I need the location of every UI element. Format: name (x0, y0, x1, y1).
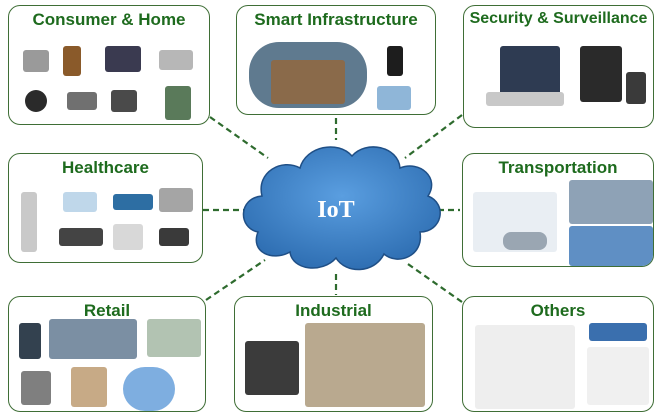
category-title: Smart Infrastructure (254, 10, 418, 29)
person-image (165, 86, 191, 120)
link-security (404, 114, 463, 159)
device-image (159, 50, 193, 70)
products-image (71, 367, 107, 407)
wrist-monitor-image (59, 228, 103, 246)
shoppers-image (21, 371, 51, 405)
control-panels-image (245, 341, 299, 395)
system-diagram-image (475, 325, 575, 409)
robot-vacuum-image (25, 90, 47, 112)
car-image (503, 232, 547, 250)
phone-image (626, 72, 646, 104)
iot-label: IoT (317, 197, 354, 223)
tv-image (105, 46, 141, 72)
factory-image (305, 323, 425, 407)
category-healthcare: Healthcare (8, 153, 203, 263)
retail-wheel-image (123, 367, 175, 411)
category-title: Industrial (295, 301, 372, 320)
category-smart-infrastructure: Smart Infrastructure (236, 5, 436, 115)
category-others: Others (462, 296, 654, 412)
smartwatch-image (111, 90, 137, 112)
category-title: Security & Surveillance (469, 10, 648, 27)
gadget-image (67, 92, 97, 110)
tablet-image (580, 46, 622, 102)
category-title: Retail (83, 301, 131, 320)
category-consumer-home: Consumer & Home (8, 5, 210, 125)
category-transportation: Transportation (462, 153, 654, 267)
kiosk-image (19, 323, 41, 359)
monitor-image (500, 46, 560, 98)
panel-image (387, 46, 403, 76)
category-title: Consumer & Home (32, 10, 186, 29)
tablet-device-image (159, 188, 193, 212)
link-consumer (209, 116, 269, 159)
link-retail (205, 259, 266, 301)
oximeter-image (159, 228, 189, 246)
traffic-image (569, 180, 653, 224)
category-security-surveillance: Security & Surveillance (463, 5, 654, 128)
category-title: Transportation (498, 158, 618, 177)
appliance-image (63, 46, 81, 76)
scale-image (63, 192, 97, 212)
pressure-meter-image (113, 224, 143, 250)
link-others (404, 261, 463, 303)
category-title: Others (530, 301, 586, 320)
monitor-device-image (113, 194, 153, 210)
category-retail: Retail (8, 296, 206, 412)
icons-image (589, 323, 647, 341)
screen-image (377, 86, 411, 110)
shop-image (147, 319, 201, 357)
store-image (49, 319, 137, 359)
cameras-image (486, 92, 564, 106)
printer-image (23, 50, 49, 72)
category-title: Healthcare (62, 158, 149, 177)
medical-stand-image (21, 192, 37, 252)
house-image (271, 60, 345, 104)
road-image (569, 226, 653, 266)
sensor-network-image (587, 347, 649, 405)
category-industrial: Industrial (234, 296, 433, 412)
